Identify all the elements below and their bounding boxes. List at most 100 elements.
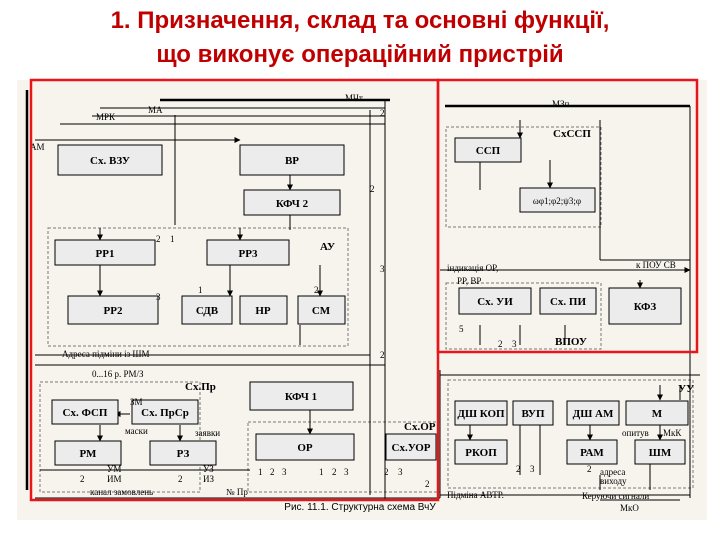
label-zayavky: заявки [195,428,220,438]
block-ram-rect [566,439,618,465]
num-label: 2 [498,339,503,349]
block-ui-rect [458,287,532,315]
num-label: 2 [384,467,389,477]
num-label: 3 [380,264,385,274]
label-opytuv: опитув [622,428,649,438]
label-indor: індикація ОР, [447,263,498,273]
label-vyhodu: виходу [600,476,627,486]
block-vr-rect [239,144,345,176]
blocks-left: Сх. ВЗУ ВР КФЧ 2 РР1 РР3 РР2 СДВ НР СМ К… [51,144,437,466]
block-vzu-rect [57,144,163,176]
num-label: 1 [319,467,324,477]
num-label: 5 [459,324,464,334]
block-dsham: ДШ АМ [573,408,614,420]
label-masky: маски [125,426,148,436]
block-pi-rect [539,287,597,315]
block-rr2: РР2 [104,305,123,317]
label-mkk: МкК [663,428,682,438]
block-ssp: ССП [476,145,501,157]
line-numbers: 2 2 3 2 2 1 3 1 2 1 2 3 1 2 3 2 3 2 2 2 … [80,108,592,489]
block-ui: Сх. УИ [477,296,513,308]
block-kfch2: КФЧ 2 [276,198,309,210]
group-labels: АУ Сх.Пр Сх.ОР СхССП ВПОУ УУ [185,128,694,433]
group-frames [39,126,694,493]
num-label: 2 [516,464,521,474]
num-label: 3 [156,292,161,302]
num-label: 2 [370,184,375,194]
label-kanal: канал замовлень [90,487,153,497]
num-label: 1 [258,467,263,477]
label-rrvr: РР, ВР [457,276,481,286]
highlight-control-unit [436,78,699,354]
block-rr1-rect [54,239,156,266]
label-pidmina: Підміна АВТР. [447,490,504,500]
group-sxssp-label: СхССП [553,128,591,140]
block-rr3: РР3 [239,248,258,260]
group-vpou-label: ВПОУ [555,336,587,348]
block-omega: ωφ1;φ2;ψ3;φ [533,196,581,206]
group-vpou-frame [445,282,602,350]
group-au-frame [47,227,349,347]
block-shm: ШМ [649,447,672,459]
figure-caption: Рис. 11.1. Структурна схема ВчУ [284,502,436,513]
num-label: 2 [314,285,319,295]
blocks-right: ССП ωφ1;φ2;ψ3;φ Сх. УИ Сх. ПИ КФЗ ДШ КОП… [454,137,689,465]
block-kfch2-rect [243,189,341,216]
label-mrk: МРК [96,112,116,122]
group-sxssp-frame [445,126,602,228]
block-sdv: СДВ [196,305,219,317]
block-pi: Сх. ПИ [550,296,587,308]
block-kfz-rect [608,287,682,325]
block-dsham-rect [566,400,620,426]
group-sxpr-frame [39,381,201,493]
block-ssp-rect [454,137,522,163]
num-label: 2 [380,108,385,118]
group-uu-frame [447,379,694,489]
block-rz-rect [149,440,217,466]
label-range: 0...16 р. РМ/З [92,369,144,379]
block-vup: ВУП [521,408,545,420]
block-omega-rect [519,187,596,213]
block-dshkop-rect [454,400,508,426]
group-sxor-label: Сх.ОР [404,421,436,433]
block-prsr: Сх. ПрСр [141,407,189,419]
num-label: 2 [80,474,85,484]
block-dshkop: ДШ КОП [457,408,505,420]
num-label: 3 [512,339,517,349]
label-npr: № Пр [226,487,248,497]
block-uor-rect [385,433,437,461]
block-kfch1: КФЧ 1 [285,391,317,403]
slide-title-line1: 1. Призначення, склад та основні функції… [110,7,610,34]
num-label: 1 [170,234,175,244]
block-sm-rect [297,295,346,325]
block-m-rect [625,400,689,426]
label-adr-pidmin: Адреса підміни із ШМ [62,349,150,359]
group-au-label: АУ [320,241,335,253]
num-label: 3 [398,467,403,477]
block-fsp-rect [51,399,119,425]
label-am: АМ [30,142,45,152]
block-rm: РМ [80,448,98,460]
block-rr1: РР1 [96,248,115,260]
label-mzp: МЗп [552,99,570,109]
block-or: ОР [297,442,313,454]
label-zm: ЗМ [130,397,143,407]
num-label: 1 [198,285,203,295]
label-pou: к ПОУ СВ [636,260,676,270]
line-labels: МА МЧт МРК АМ МЗп Адреса підміни із ШМ 0… [30,93,682,513]
block-or-rect [255,433,355,461]
bus-lines [25,90,690,490]
block-vzu: Сх. ВЗУ [90,155,130,167]
block-nr: НР [255,305,271,317]
block-fsp: Сх. ФСП [63,407,108,419]
label-iz: ИЗ [203,474,214,484]
block-rkop: РКОП [465,447,497,459]
block-vup-rect [512,400,554,426]
label-im: ИМ [107,474,122,484]
block-rr3-rect [206,239,290,266]
label-um: УМ [107,464,121,474]
label-ma: МА [148,105,163,115]
num-label: 2 [380,350,385,360]
block-sdv-rect [181,295,233,325]
